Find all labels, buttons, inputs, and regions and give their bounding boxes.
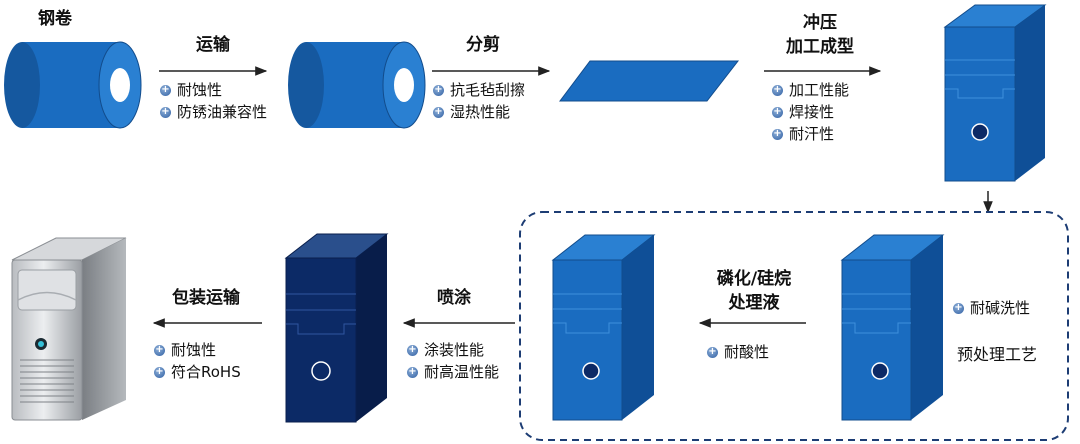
list-item: 耐蚀性 <box>154 340 216 360</box>
list-item: 抗毛毡刮擦 <box>433 80 525 100</box>
bullet-plus-icon <box>160 80 171 100</box>
label-phosphate-line1: 磷化/硅烷 <box>716 269 792 289</box>
bullet-plus-icon <box>433 102 444 122</box>
bullet-plus-icon <box>772 124 783 144</box>
list-item: 耐高温性能 <box>407 362 499 382</box>
label-slitting: 分剪 <box>466 35 500 55</box>
label-spray: 喷涂 <box>437 288 471 308</box>
bullet-plus-icon <box>154 362 165 382</box>
chassis-icon <box>840 234 945 421</box>
list-item: 涂装性能 <box>407 340 484 360</box>
list-item: 耐汗性 <box>772 124 834 144</box>
chassis-icon <box>284 233 389 423</box>
label-transport: 运输 <box>196 35 230 55</box>
list-item: 耐蚀性 <box>160 80 222 100</box>
bullet-plus-icon <box>433 80 444 100</box>
list-item: 防锈油兼容性 <box>160 102 267 122</box>
bullet-plus-icon <box>154 340 165 360</box>
list-item: 加工性能 <box>772 80 849 100</box>
steel-sheet-icon <box>559 60 740 102</box>
label-stamping-line2: 加工成型 <box>786 37 854 57</box>
bullet-plus-icon <box>953 298 964 318</box>
label-pretreatment: 预处理工艺 <box>957 345 1038 364</box>
server-tower-icon <box>11 237 127 421</box>
list-item: 耐酸性 <box>707 342 769 362</box>
bullet-plus-icon <box>772 102 783 122</box>
list-item: 湿热性能 <box>433 102 510 122</box>
bullet-plus-icon <box>407 362 418 382</box>
list-item: 符合RoHS <box>154 362 241 382</box>
steel-coil-icon <box>4 41 142 129</box>
bullet-plus-icon <box>407 340 418 360</box>
bullet-plus-icon <box>160 102 171 122</box>
bullet-plus-icon <box>772 80 783 100</box>
bullet-plus-icon <box>707 342 718 362</box>
list-item: 焊接性 <box>772 102 834 122</box>
chassis-icon <box>943 4 1047 182</box>
label-stamping-line1: 冲压 <box>803 13 837 33</box>
label-pack: 包装运输 <box>172 288 240 308</box>
label-steel-coil: 钢卷 <box>38 9 72 29</box>
list-item: 耐碱洗性 <box>953 298 1030 318</box>
label-phosphate-line2: 处理液 <box>728 293 780 313</box>
chassis-icon <box>551 234 656 421</box>
steel-coil-icon <box>288 41 426 129</box>
pretreatment-box <box>519 211 1069 441</box>
